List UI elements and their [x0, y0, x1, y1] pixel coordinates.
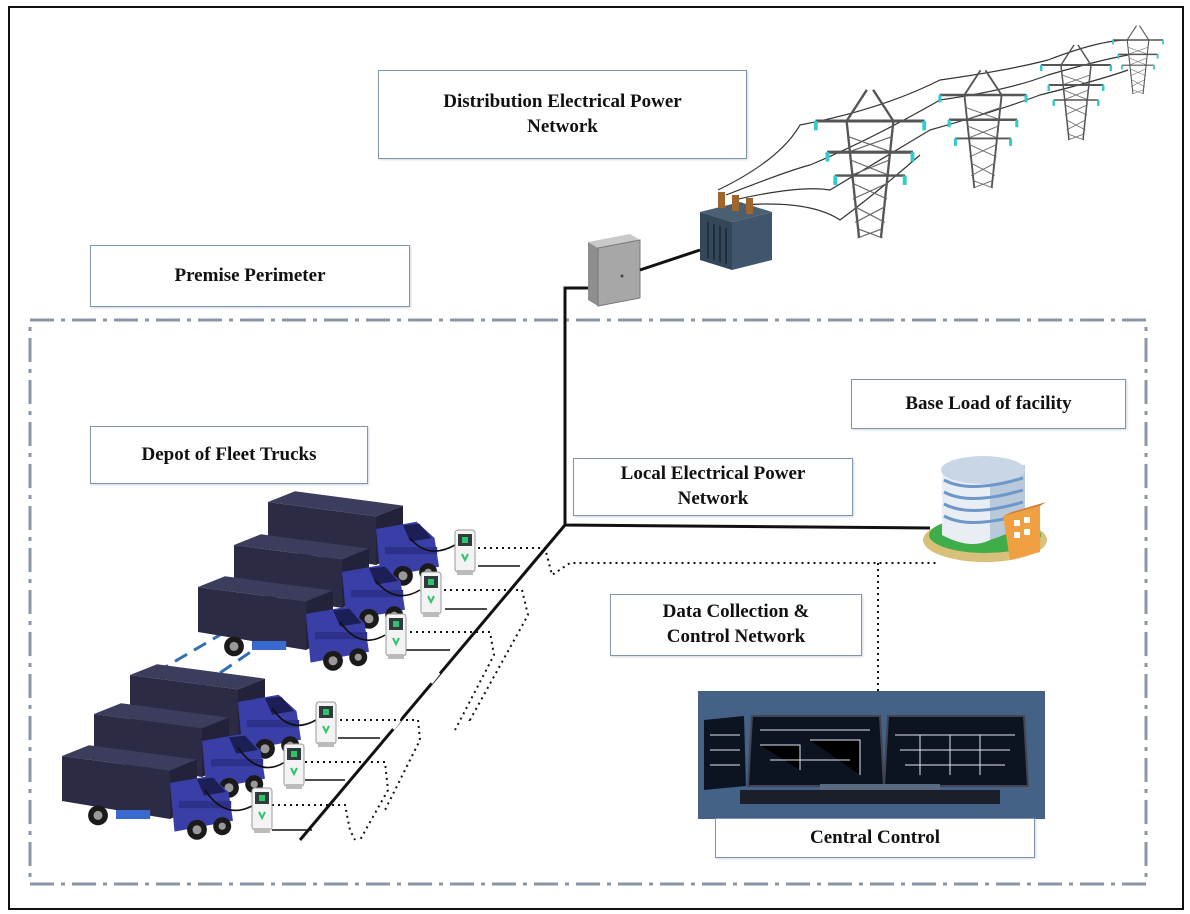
local-network-label: Local Electrical Power Network [573, 458, 853, 516]
power-line-gap-dashes [389, 670, 441, 730]
depot-label: Depot of Fleet Trucks [90, 426, 368, 484]
ev-charger-icon [420, 571, 442, 618]
ev-charger-icon [385, 613, 407, 660]
transmission-tower-icon [937, 68, 1029, 190]
diagram-frame [8, 6, 1184, 910]
electrical-cabinet-icon [588, 234, 641, 307]
transmission-tower-icon [1111, 24, 1165, 95]
ev-charger-icon [454, 529, 476, 576]
transformer-icon [700, 192, 772, 270]
premise-perimeter-border [28, 318, 1148, 886]
ev-charger-icon [315, 701, 337, 748]
charger-feeders [272, 565, 520, 831]
central-control-label: Central Control [715, 818, 1035, 858]
office-building-icon [923, 456, 1047, 562]
data-network-label: Data Collection & Control Network [610, 594, 862, 656]
data-network-dotted [272, 547, 936, 841]
ev-charger-icon [251, 787, 273, 834]
charging-cables [204, 537, 456, 812]
control-room-monitors-icon [698, 691, 1045, 819]
distribution-network-label: Distribution Electrical Power Network [378, 70, 747, 159]
premise-perimeter-label: Premise Perimeter [90, 245, 410, 307]
ev-charger-icon [283, 743, 305, 790]
base-load-label: Base Load of facility [851, 379, 1126, 429]
